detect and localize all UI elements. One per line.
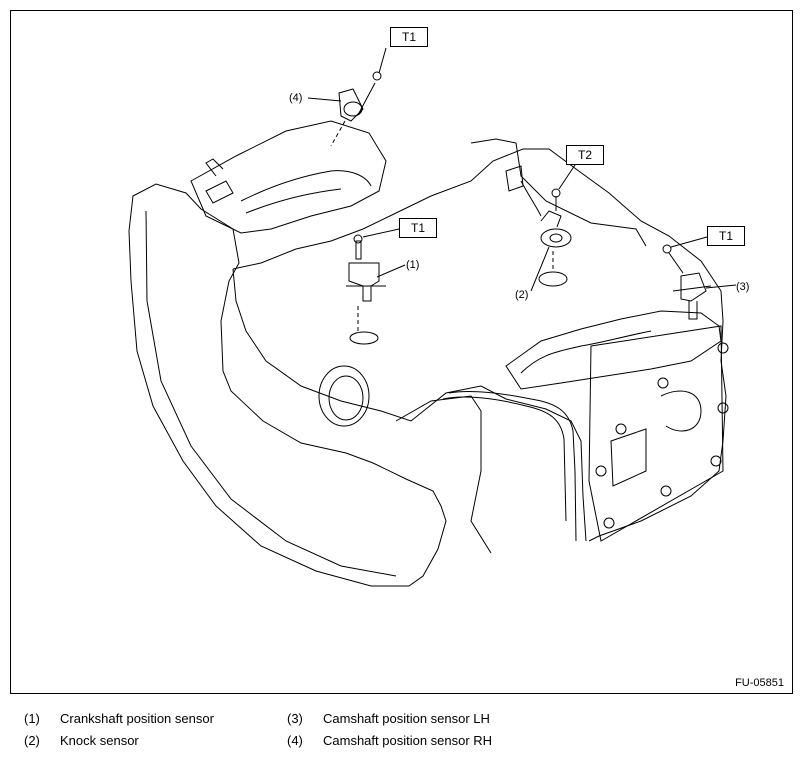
leader-t2 bbox=[558, 164, 576, 190]
figure-frame: T1 T1 T2 T1 (1) (2) (3) (4) FU-05851 bbox=[10, 10, 793, 694]
leader-p3 bbox=[705, 284, 737, 289]
front-face bbox=[232, 268, 587, 542]
parts-legend: (1) Crankshaft position sensor (3) Camsh… bbox=[0, 710, 804, 759]
leader-p2 bbox=[530, 246, 550, 292]
figure-id-label: FU-05851 bbox=[735, 677, 784, 689]
torque-callout-t1-top: T1 bbox=[390, 27, 428, 47]
part-label-1: (1) bbox=[406, 259, 420, 271]
head-cover-right bbox=[505, 310, 722, 390]
leader-p1 bbox=[376, 264, 406, 278]
leader-p4 bbox=[307, 97, 342, 102]
timing-cover-left bbox=[128, 183, 447, 587]
cam-sensor-lh-shape bbox=[662, 244, 712, 320]
lower-edge bbox=[395, 395, 492, 554]
leader-t1-right bbox=[670, 236, 708, 248]
crank-sensor-shape bbox=[346, 234, 386, 345]
part-label-2: (2) bbox=[515, 289, 529, 301]
legend-number: (1) bbox=[24, 711, 40, 726]
wiring-harness bbox=[448, 390, 577, 542]
legend-text: Knock sensor bbox=[60, 733, 139, 748]
cylinder-head-right bbox=[470, 138, 647, 247]
part-label-3: (3) bbox=[736, 281, 750, 293]
transmission-plate bbox=[588, 325, 724, 542]
torque-callout-t2: T2 bbox=[566, 145, 604, 165]
intake-port-outer bbox=[318, 365, 370, 427]
legend-text: Camshaft position sensor RH bbox=[323, 733, 493, 748]
knock-sensor-shape bbox=[505, 165, 572, 287]
legend-number: (4) bbox=[287, 733, 303, 748]
leader-t1-top bbox=[378, 47, 387, 74]
legend-number: (2) bbox=[24, 733, 40, 748]
part-label-4: (4) bbox=[289, 92, 303, 104]
cover-inner-edge bbox=[145, 210, 397, 577]
cam-cover-left bbox=[190, 120, 387, 234]
legend-text: Crankshaft position sensor bbox=[60, 711, 214, 726]
cam-sensor-rh-shape bbox=[330, 71, 382, 147]
legend-number: (3) bbox=[287, 711, 303, 726]
leader-t1-mid bbox=[362, 228, 400, 238]
torque-callout-t1-right: T1 bbox=[707, 226, 745, 246]
engine-block-outline bbox=[232, 148, 727, 542]
legend-text: Camshaft position sensor LH bbox=[323, 711, 490, 726]
intake-port-inner bbox=[328, 375, 364, 421]
torque-callout-t1-mid: T1 bbox=[399, 218, 437, 238]
engine-line-drawing bbox=[128, 47, 737, 587]
